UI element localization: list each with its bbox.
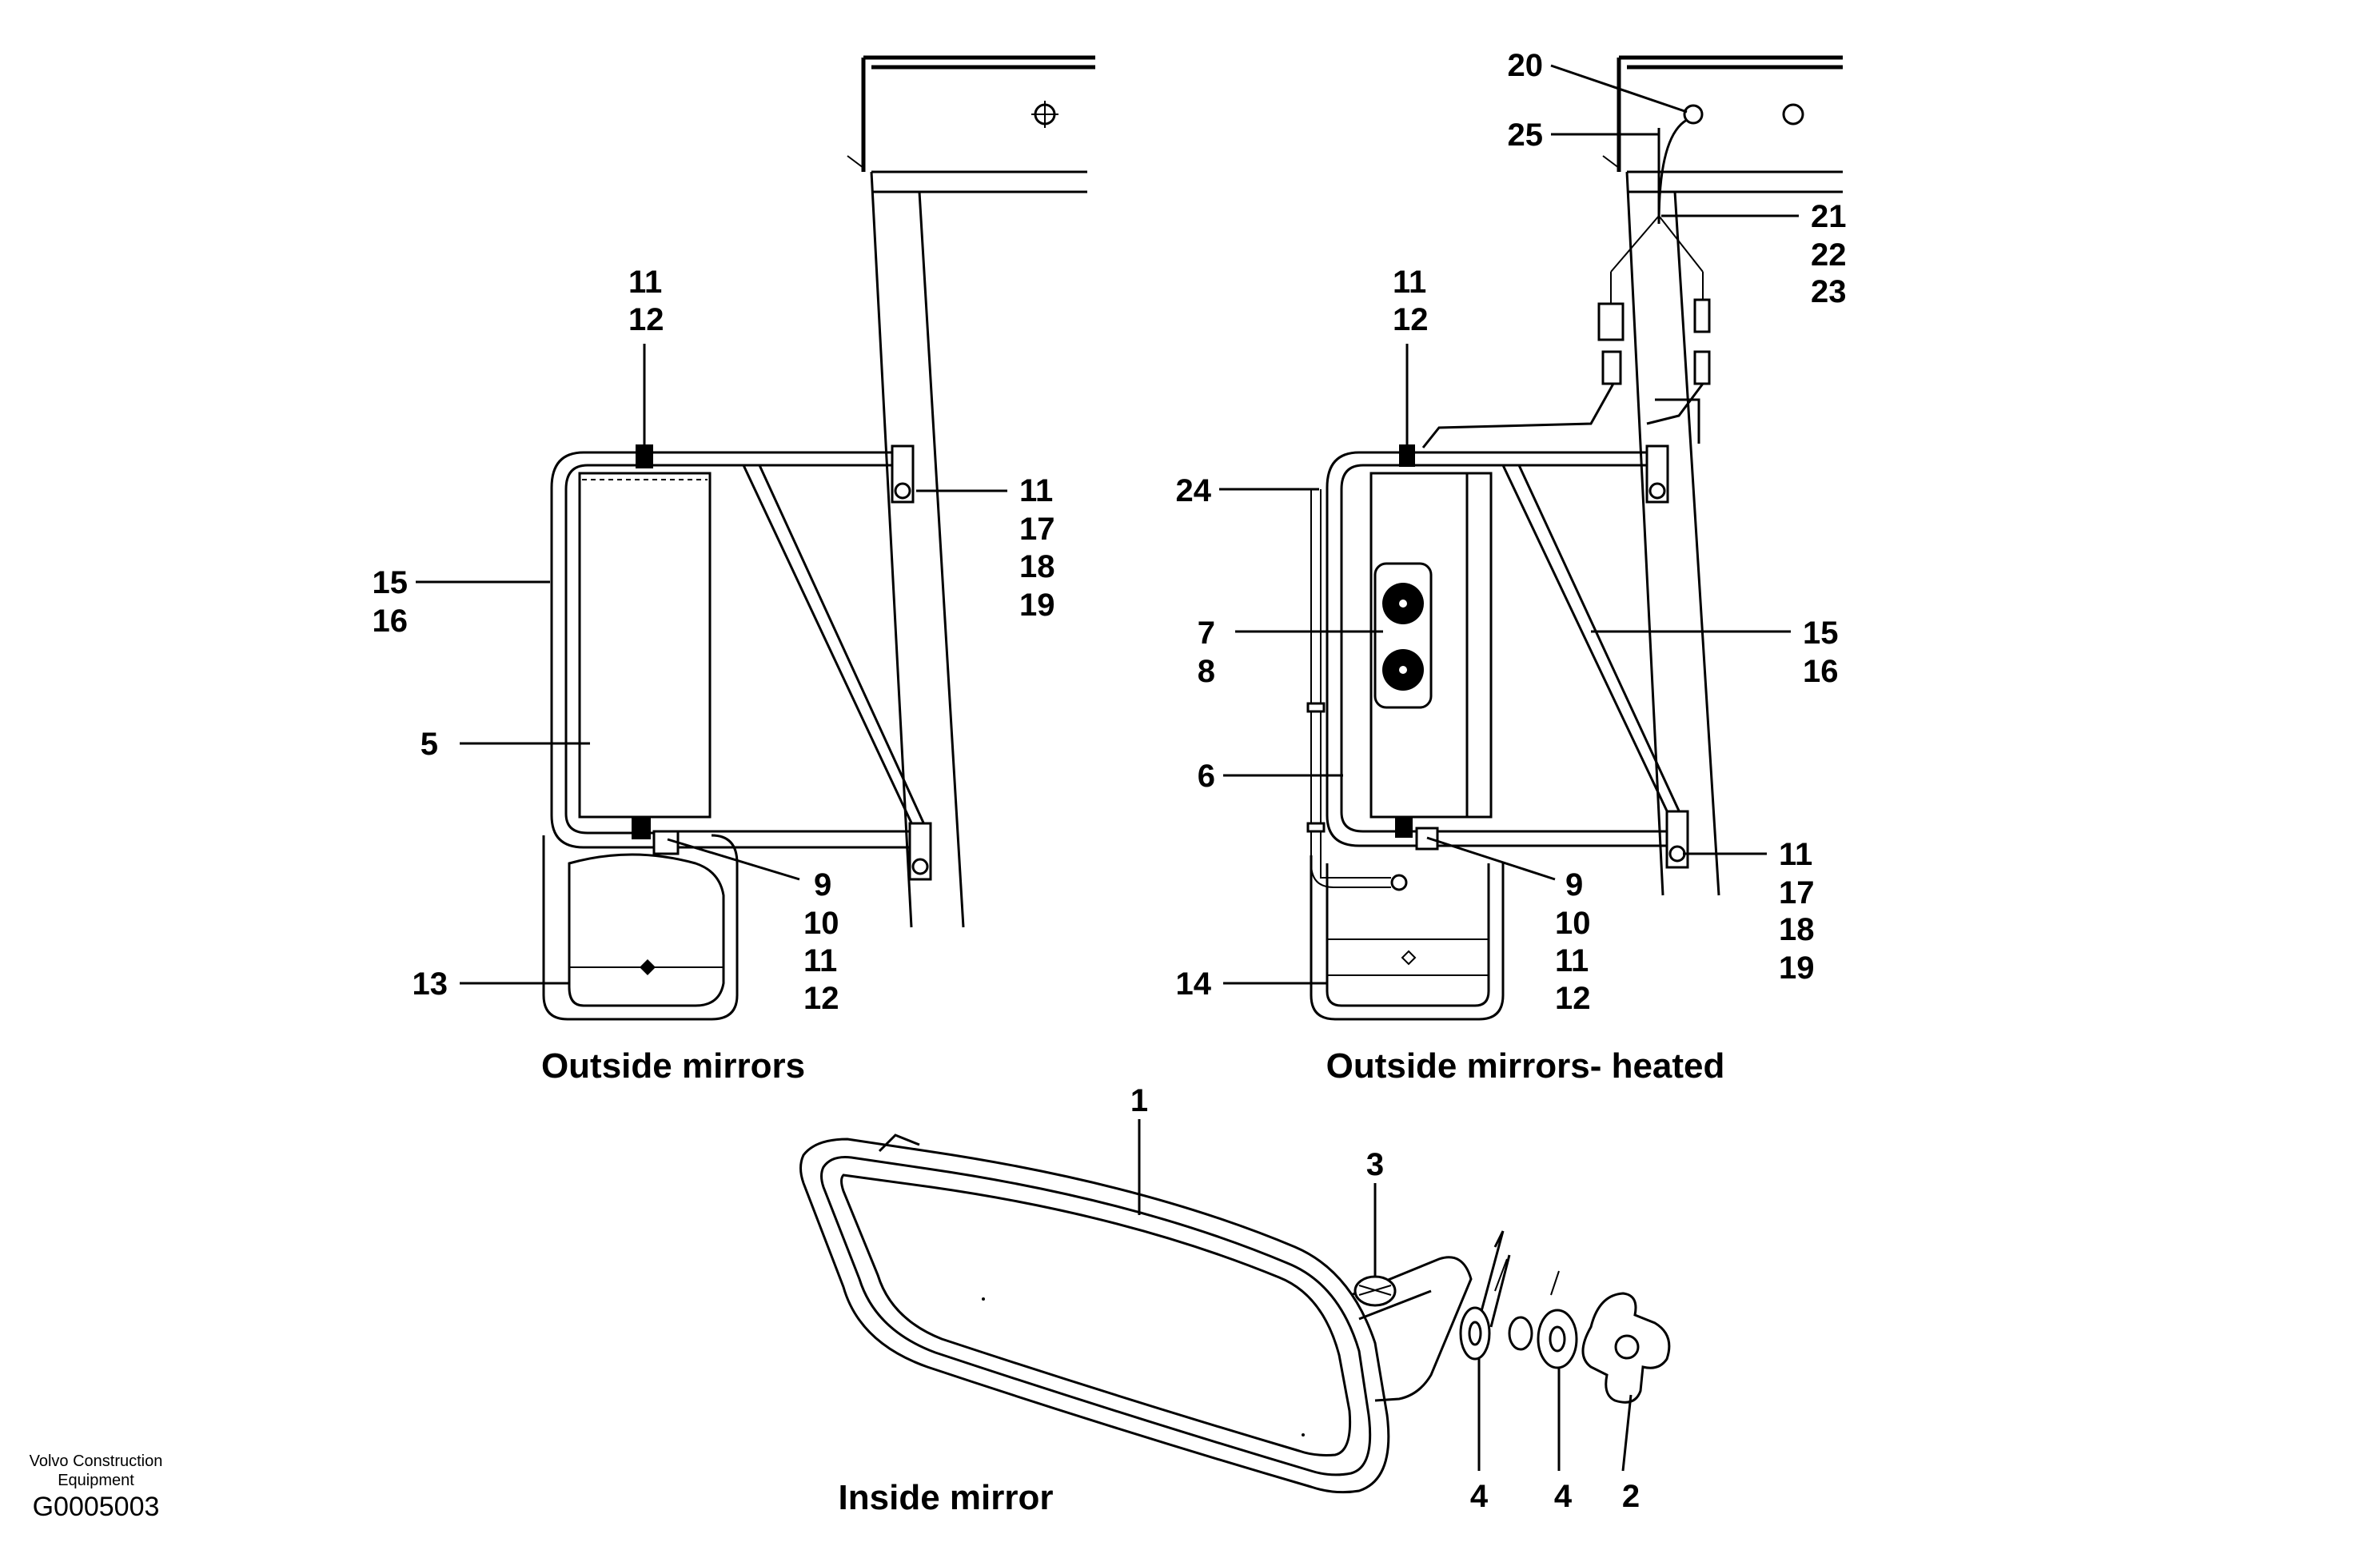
callout-19: 19: [1019, 588, 1055, 623]
callout-1: 1: [1130, 1083, 1148, 1118]
callout-5: 5: [421, 727, 438, 762]
callout-4: 4: [1554, 1479, 1573, 1514]
callout-11: 11: [1019, 473, 1053, 508]
callout-18: 18: [1019, 549, 1055, 584]
footer-drawing-code: G0005003: [33, 1492, 160, 1522]
inside-mirror-drawing: [799, 1119, 1671, 1494]
callout-11: 11: [1779, 837, 1812, 872]
callout-2: 2: [1622, 1479, 1640, 1514]
callout-4: 4: [1470, 1479, 1489, 1514]
callout-13: 13: [413, 966, 448, 1002]
callout-12: 12: [803, 981, 839, 1016]
callout-16: 16: [373, 604, 409, 639]
callout-17: 17: [1779, 875, 1815, 910]
caption-outside-mirrors: Outside mirrors: [541, 1046, 805, 1086]
footer-maker-line2: Equipment: [58, 1472, 134, 1489]
outside-mirrors-drawing: [416, 55, 1095, 1021]
callout-24: 24: [1176, 473, 1212, 508]
callout-11: 11: [803, 943, 837, 978]
callout-9: 9: [1565, 867, 1583, 903]
callout-21: 21: [1811, 199, 1847, 234]
callout-11: 11: [628, 265, 662, 300]
callout-9: 9: [814, 867, 831, 903]
callout-14: 14: [1176, 966, 1212, 1002]
callout-15: 15: [373, 565, 409, 600]
callout-12: 12: [628, 302, 664, 337]
callout-11: 11: [1555, 943, 1589, 978]
callout-12: 12: [1555, 981, 1591, 1016]
caption-inside-mirror: Inside mirror: [839, 1478, 1054, 1517]
callout-10: 10: [803, 906, 839, 941]
callout-18: 18: [1779, 912, 1815, 947]
callout-8: 8: [1198, 654, 1215, 689]
callout-17: 17: [1019, 512, 1055, 547]
outside-mirrors-heated-drawing: [1219, 55, 1843, 1021]
callout-12: 12: [1393, 302, 1429, 337]
callout-11: 11: [1393, 265, 1426, 300]
callout-23: 23: [1811, 274, 1847, 309]
footer-maker-line1: Volvo Construction: [30, 1452, 163, 1470]
callout-22: 22: [1811, 237, 1847, 273]
caption-outside-mirrors-heated: Outside mirrors- heated: [1326, 1046, 1725, 1086]
callout-6: 6: [1198, 759, 1215, 794]
callout-25: 25: [1508, 118, 1544, 153]
callout-10: 10: [1555, 906, 1591, 941]
callout-20: 20: [1508, 48, 1544, 83]
callout-7: 7: [1198, 616, 1215, 651]
callout-16: 16: [1803, 654, 1839, 689]
callout-19: 19: [1779, 950, 1815, 986]
callout-15: 15: [1803, 616, 1839, 651]
callout-3: 3: [1366, 1147, 1384, 1182]
